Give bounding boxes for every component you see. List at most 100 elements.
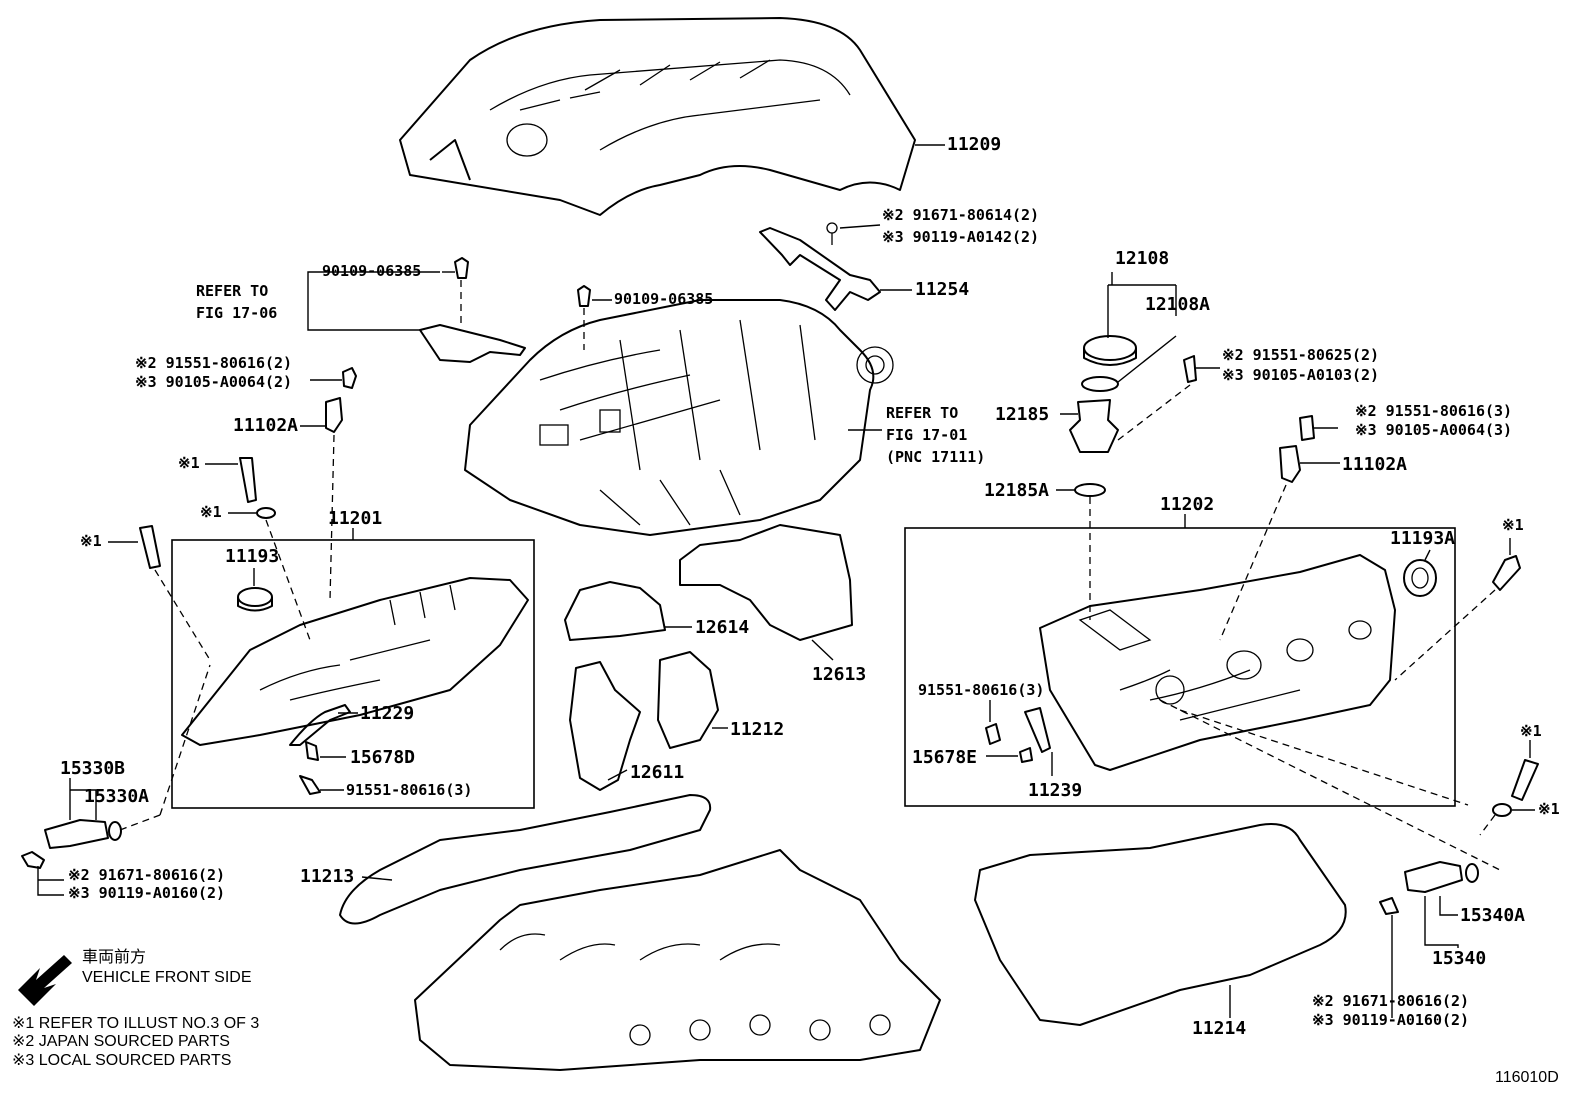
label-15340A: 15340A (1460, 905, 1526, 926)
label-12108A: 12108A (1145, 294, 1211, 315)
label-right-bolt-mid-3: ※3 90105-A0064(3) (1355, 421, 1513, 439)
label-12614: 12614 (695, 617, 750, 638)
filler-pipe-12185 (1069, 399, 1119, 453)
bolt-90109-b (577, 285, 591, 307)
figure-code: 116010D (1495, 1069, 1559, 1086)
sensor-bracket (419, 324, 526, 363)
intake-manifold (464, 299, 894, 536)
label-15678D: 15678D (350, 747, 416, 768)
label-11193: 11193 (225, 546, 280, 567)
label-refer-1706-b: FIG 17-06 (196, 304, 278, 322)
legend-1: ※1 REFER TO ILLUST NO.3 OF 3 (12, 1015, 260, 1032)
bolt-15330 (21, 851, 45, 869)
label-bolt-top-3: ※3 90119-A0142(2) (882, 228, 1040, 246)
engine-cover-11209 (399, 17, 916, 216)
gasket-11229 (289, 704, 351, 746)
valve-15340 (1404, 861, 1479, 893)
label-15330B: 15330B (60, 758, 126, 779)
label-star1-c: ※1 (80, 532, 102, 550)
bolt-left-top (342, 367, 357, 389)
label-12185: 12185 (995, 404, 1050, 425)
cylinder-block (414, 849, 941, 1071)
label-11102A-right: 11102A (1342, 454, 1408, 475)
label-refer-1701-b: FIG 17-01 (886, 426, 968, 444)
label-star1-a: ※1 (178, 454, 200, 472)
insulator-12614 (564, 581, 666, 641)
legend-2: ※2 JAPAN SOURCED PARTS (12, 1033, 230, 1050)
label-refer-1701-a: REFER TO (886, 404, 959, 422)
sensor-11102A-left (325, 397, 343, 433)
label-91551-right: 91551-80616(3) (918, 681, 1045, 699)
label-15330A: 15330A (84, 786, 150, 807)
bolt-right-top (1183, 355, 1197, 383)
label-91551-left: 91551-80616(3) (346, 781, 473, 799)
label-11254: 11254 (915, 279, 970, 300)
insulator-12613 (679, 524, 853, 641)
gasket-12185A (1074, 483, 1106, 497)
label-star1-f: ※1 (1538, 800, 1560, 818)
valve-cover-right (1039, 554, 1437, 771)
label-right-bolt-top-2: ※2 91551-80625(2) (1222, 346, 1380, 364)
bolt-91551-left (299, 775, 321, 795)
insulator-11212 (657, 651, 719, 749)
vehicle-front-jp: 車両前方 (82, 949, 147, 966)
label-left-bolt-3: ※3 90105-A0064(2) (135, 373, 293, 391)
oil-filler-cap-12108 (1081, 335, 1137, 392)
sensor-11102A-right (1279, 445, 1301, 483)
insulator-12611 (569, 661, 641, 791)
label-11209: 11209 (947, 134, 1002, 155)
valve-15330 (44, 819, 122, 849)
bolt-star1-b (139, 525, 161, 569)
label-90109-a: 90109-06385 (322, 262, 422, 280)
label-11102A-left: 11102A (233, 415, 299, 436)
label-lower-left-2: ※2 91671-80616(2) (68, 866, 226, 884)
label-12108: 12108 (1115, 248, 1170, 269)
label-15678E: 15678E (912, 747, 978, 768)
valve-cover-left (181, 577, 529, 746)
label-15340: 15340 (1432, 948, 1487, 969)
label-refer-1706-a: REFER TO (196, 282, 269, 300)
label-11202: 11202 (1160, 494, 1215, 515)
legend-3: ※3 LOCAL SOURCED PARTS (12, 1052, 232, 1069)
label-star1-e: ※1 (1520, 722, 1542, 740)
label-11212: 11212 (730, 719, 785, 740)
label-11201: 11201 (328, 508, 383, 529)
washer-star1-right (1492, 803, 1512, 817)
gasket-11213 (339, 794, 712, 925)
label-lower-left-3: ※3 90119-A0160(2) (68, 884, 226, 902)
label-left-bolt-2: ※2 91551-80616(2) (135, 354, 293, 372)
label-11214: 11214 (1192, 1018, 1247, 1039)
label-11193A: 11193A (1390, 528, 1456, 549)
leader-bolt-top (839, 224, 881, 229)
label-11239: 11239 (1028, 780, 1083, 801)
label-11213: 11213 (300, 866, 355, 887)
gasket-11214 (974, 823, 1347, 1026)
group-box-11202 (904, 527, 1456, 807)
bolt-15340 (1379, 897, 1399, 915)
label-12611: 12611 (630, 762, 685, 783)
bolt-90109-a (454, 257, 469, 279)
part-15678E (1019, 747, 1033, 763)
label-12613: 12613 (812, 664, 867, 685)
label-lower-right-2: ※2 91671-80616(2) (1312, 992, 1470, 1010)
label-90109-b: 90109-06385 (614, 290, 714, 308)
part-15678D (305, 741, 319, 761)
vehicle-front-arrow-icon (18, 955, 72, 1006)
label-11229: 11229 (360, 703, 415, 724)
label-star1-b: ※1 (200, 503, 222, 521)
gasket-11239 (1024, 707, 1051, 753)
label-12185A: 12185A (984, 480, 1050, 501)
label-refer-1701-c: (PNC 17111) (886, 448, 986, 466)
bolt-star1-a (239, 457, 257, 503)
label-lower-right-3: ※3 90119-A0160(2) (1312, 1011, 1470, 1029)
bolt-star1-d (1492, 555, 1521, 591)
bolt-right-mid (1299, 415, 1315, 441)
bolt-91551-right (985, 723, 1001, 745)
label-bolt-top-2: ※2 91671-80614(2) (882, 206, 1040, 224)
label-right-bolt-mid-2: ※2 91551-80616(3) (1355, 402, 1513, 420)
vehicle-front-en: VEHICLE FRONT SIDE (82, 969, 252, 986)
bracket-11254 (759, 222, 881, 311)
bolt-star1-e (1511, 759, 1539, 801)
washer-star1 (256, 507, 276, 519)
